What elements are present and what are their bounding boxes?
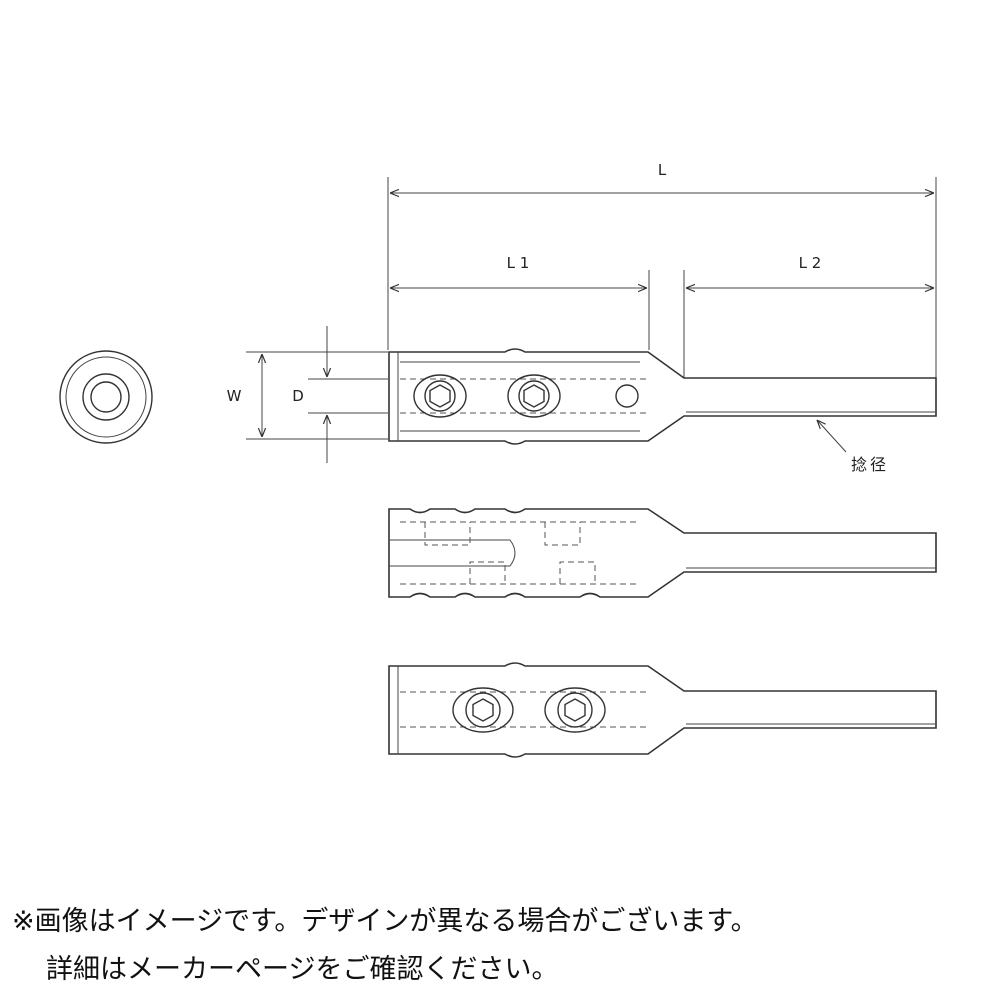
technical-drawing: L L 1 L 2 W D 捻径 (59, 161, 937, 758)
end-view (59, 350, 153, 444)
disclaimer-line-1: ※画像はイメージです。デザインが異なる場合がございます。 (12, 906, 758, 937)
dimension-L2: L 2 (683, 254, 934, 378)
dimension-L1: L 1 (390, 254, 650, 350)
side-view (388, 508, 937, 598)
shank-leader: 捻径 (817, 420, 889, 474)
dim-label-L2: L 2 (799, 254, 822, 272)
dim-label-W: W (227, 387, 242, 405)
dim-label-L: L (658, 161, 667, 179)
shank-label: 捻径 (851, 455, 889, 474)
top-view (388, 348, 937, 445)
image-disclaimer: ※画像はイメージです。デザインが異なる場合がございます。 詳細はメーカーページを… (12, 898, 992, 994)
dim-label-L1: L 1 (507, 254, 530, 272)
disclaimer-line-2: 詳細はメーカーページをご確認ください。 (46, 954, 559, 985)
dimension-D: D (292, 326, 388, 463)
dimension-W: W (227, 351, 388, 440)
dim-label-D: D (292, 387, 304, 405)
dimension-L: L (387, 161, 937, 380)
bottom-view (388, 662, 937, 758)
